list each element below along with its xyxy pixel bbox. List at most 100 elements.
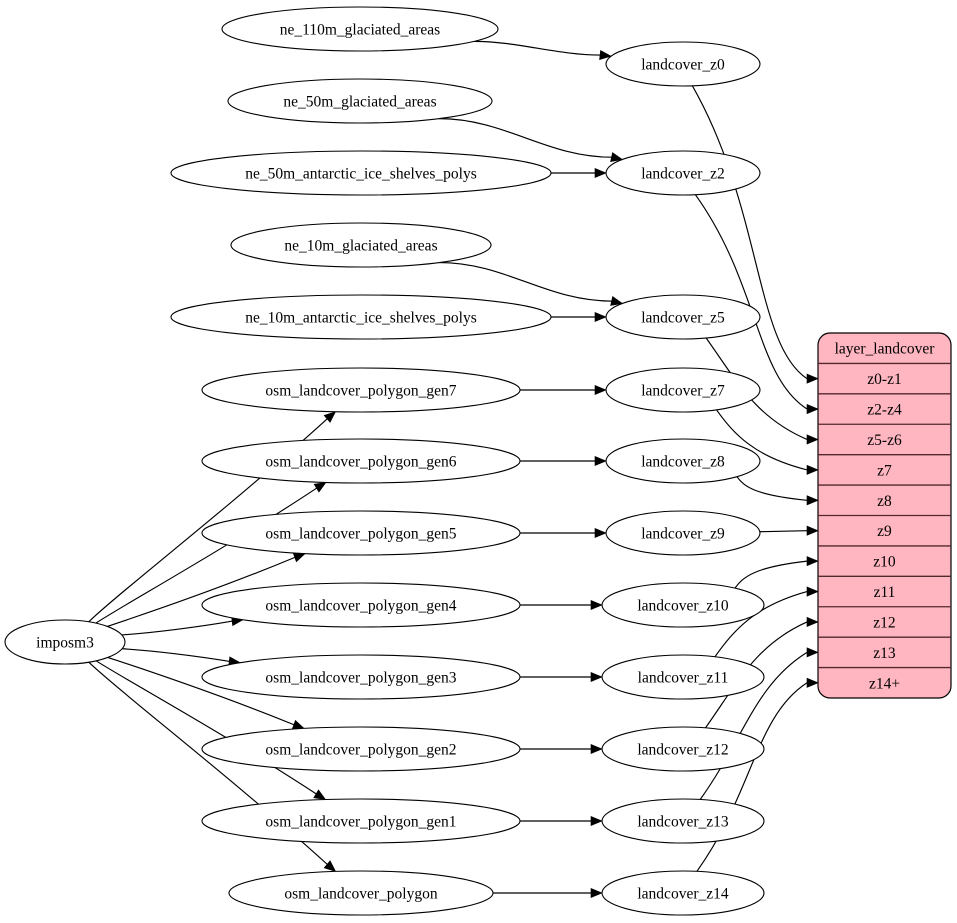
node-ne_50m_antarctic_ice_shelves_polys-shape xyxy=(170,150,552,196)
node-osm_landcover_polygon_gen5-label: osm_landcover_polygon_gen5 xyxy=(265,526,456,543)
layer-landcover-table[interactable]: layer_landcoverz0-z1z2-z4z5-z6z7z8z9z10z… xyxy=(817,332,952,699)
node-landcover_z10[interactable]: landcover_z10 xyxy=(601,582,765,628)
node-ne_10m_glaciated_areas-label: ne_10m_glaciated_areas xyxy=(284,238,437,255)
table-row[interactable]: z2-z4 xyxy=(867,402,902,419)
node-imposm3-shape xyxy=(4,619,126,665)
node-osm_landcover_polygon_gen2[interactable]: osm_landcover_polygon_gen2 xyxy=(201,726,521,772)
table-row[interactable]: z0-z1 xyxy=(867,371,901,388)
node-landcover_z13-shape xyxy=(601,798,765,844)
edge-ne_110m_glaciated_areas-to-landcover_z0 xyxy=(474,40,601,56)
node-imposm3[interactable]: imposm3 xyxy=(4,619,126,665)
node-osm_landcover_polygon[interactable]: osm_landcover_polygon xyxy=(228,870,494,916)
edge-ne_10m_glaciated_areas-to-landcover_z5 xyxy=(439,261,613,302)
node-landcover_z7[interactable]: landcover_z7 xyxy=(605,367,761,413)
edge-landcover_z8-to-z8 xyxy=(736,476,808,501)
node-landcover_z14-label: landcover_z14 xyxy=(637,886,728,903)
node-ne_10m_antarctic_ice_shelves_polys[interactable]: ne_10m_antarctic_ice_shelves_polys xyxy=(170,294,552,340)
edge-landcover_z5-to-z5-z6-arrowhead xyxy=(806,434,819,445)
node-ne_50m_glaciated_areas[interactable]: ne_50m_glaciated_areas xyxy=(227,78,493,124)
edge-landcover_z13-to-z13 xyxy=(699,651,808,800)
edge-landcover_z11-to-z11 xyxy=(714,590,808,658)
edge-landcover_z14-to-z14+ xyxy=(696,682,808,872)
node-osm_landcover_polygon_gen3[interactable]: osm_landcover_polygon_gen3 xyxy=(201,654,521,700)
node-landcover_z11-shape xyxy=(601,654,765,700)
node-landcover_z7-label: landcover_z7 xyxy=(641,383,725,400)
node-osm_landcover_polygon_gen6[interactable]: osm_landcover_polygon_gen6 xyxy=(201,438,521,484)
edge-landcover_z0-to-z0-z1-arrowhead xyxy=(806,373,819,384)
table-row[interactable]: z13 xyxy=(873,645,896,662)
edge-osm_landcover_polygon_gen1-to-landcover_z13-arrowhead xyxy=(590,815,603,827)
table-row-label: z12 xyxy=(873,614,895,631)
edge-imposm3-to-osm_landcover_polygon_gen4 xyxy=(121,620,233,636)
node-landcover_z5-shape xyxy=(605,294,761,340)
node-landcover_z14-shape xyxy=(601,870,765,916)
node-osm_landcover_polygon_gen7-label: osm_landcover_polygon_gen7 xyxy=(265,383,456,400)
edge-ne_50m_glaciated_areas-to-landcover_z2 xyxy=(439,118,613,158)
node-landcover_z10-label: landcover_z10 xyxy=(637,598,728,615)
node-ne_110m_glaciated_areas-shape xyxy=(221,6,499,52)
table-row[interactable]: z14+ xyxy=(869,675,900,692)
node-osm_landcover_polygon_gen4[interactable]: osm_landcover_polygon_gen4 xyxy=(201,582,521,628)
node-landcover_z9[interactable]: landcover_z9 xyxy=(605,510,761,556)
edge-landcover_z7-to-z7 xyxy=(716,409,808,471)
node-landcover_z13-label: landcover_z13 xyxy=(637,814,728,831)
table-row-label: z14+ xyxy=(869,675,900,692)
node-landcover_z0-shape xyxy=(605,41,761,87)
edge-landcover_z10-to-z10-arrowhead xyxy=(806,556,819,567)
table-row[interactable]: z8 xyxy=(877,493,892,510)
edge-landcover_z9-to-z9 xyxy=(759,530,808,533)
node-osm_landcover_polygon_gen1[interactable]: osm_landcover_polygon_gen1 xyxy=(201,798,521,844)
node-landcover_z10-shape xyxy=(601,582,765,628)
node-osm_landcover_polygon_gen6-shape xyxy=(201,438,521,484)
node-ne_50m_antarctic_ice_shelves_polys[interactable]: ne_50m_antarctic_ice_shelves_polys xyxy=(170,150,552,196)
table-row-label: z0-z1 xyxy=(867,371,901,388)
nodes-layer: imposm3 ne_110m_glaciated_areas ne_50m_gla… xyxy=(4,6,765,916)
node-landcover_z9-shape xyxy=(605,510,761,556)
edge-landcover_z0-to-z0-z1 xyxy=(691,85,808,380)
table-row[interactable]: z12 xyxy=(873,614,895,631)
node-landcover_z14[interactable]: landcover_z14 xyxy=(601,870,765,916)
edge-imposm3-to-osm_landcover_polygon_gen6-arrowhead xyxy=(313,482,327,493)
table-row[interactable]: z11 xyxy=(874,584,896,601)
node-osm_landcover_polygon_gen7-shape xyxy=(201,367,521,413)
node-landcover_z0[interactable]: landcover_z0 xyxy=(605,41,761,87)
table-row[interactable]: z5-z6 xyxy=(867,432,902,449)
table-row[interactable]: z10 xyxy=(873,554,896,571)
node-landcover_z8-shape xyxy=(605,438,761,484)
node-osm_landcover_polygon-label: osm_landcover_polygon xyxy=(284,886,438,903)
node-landcover_z5[interactable]: landcover_z5 xyxy=(605,294,761,340)
node-osm_landcover_polygon_gen1-shape xyxy=(201,798,521,844)
node-osm_landcover_polygon_gen7[interactable]: osm_landcover_polygon_gen7 xyxy=(201,367,521,413)
edge-osm_landcover_polygon-to-landcover_z14-arrowhead xyxy=(590,887,603,899)
node-landcover_z12[interactable]: landcover_z12 xyxy=(601,726,765,772)
table-row[interactable]: z7 xyxy=(877,462,892,479)
table-row-label: z9 xyxy=(877,523,892,540)
node-osm_landcover_polygon_gen6-label: osm_landcover_polygon_gen6 xyxy=(265,454,456,471)
edge-landcover_z7-to-z7-arrowhead xyxy=(806,464,819,475)
node-ne_10m_glaciated_areas-shape xyxy=(230,222,492,268)
edge-imposm3-to-osm_landcover_polygon_gen1 xyxy=(95,660,317,795)
node-osm_landcover_polygon_gen3-label: osm_landcover_polygon_gen3 xyxy=(265,670,456,687)
node-osm_landcover_polygon_gen4-label: osm_landcover_polygon_gen4 xyxy=(265,598,456,615)
node-osm_landcover_polygon_gen5[interactable]: osm_landcover_polygon_gen5 xyxy=(201,510,521,556)
edge-landcover_z11-to-z11-arrowhead xyxy=(806,586,819,597)
node-ne_10m_glaciated_areas[interactable]: ne_10m_glaciated_areas xyxy=(230,222,492,268)
edge-ne_50m_antarctic_ice_shelves_polys-to-landcover_z2-arrowhead xyxy=(594,167,607,179)
table-row[interactable]: z9 xyxy=(877,523,892,540)
node-ne_110m_glaciated_areas-label: ne_110m_glaciated_areas xyxy=(280,22,440,39)
table-row-label: z5-z6 xyxy=(867,432,902,449)
node-ne_10m_antarctic_ice_shelves_polys-label: ne_10m_antarctic_ice_shelves_polys xyxy=(245,310,477,327)
node-landcover_z2-label: landcover_z2 xyxy=(641,166,725,183)
node-ne_110m_glaciated_areas[interactable]: ne_110m_glaciated_areas xyxy=(221,6,499,52)
edge-osm_landcover_polygon_gen4-to-landcover_z10-arrowhead xyxy=(590,599,603,611)
node-landcover_z8[interactable]: landcover_z8 xyxy=(605,438,761,484)
table-row-label: z11 xyxy=(874,584,896,601)
edge-landcover_z2-to-z2-z4-arrowhead xyxy=(806,403,819,415)
node-landcover_z2[interactable]: landcover_z2 xyxy=(605,150,761,196)
node-landcover_z11[interactable]: landcover_z11 xyxy=(601,654,765,700)
node-landcover_z2-shape xyxy=(605,150,761,196)
edge-osm_landcover_polygon_gen3-to-landcover_z11-arrowhead xyxy=(590,671,603,683)
edge-landcover_z13-to-z13-arrowhead xyxy=(806,647,819,658)
node-imposm3-label: imposm3 xyxy=(36,635,94,652)
node-landcover_z13[interactable]: landcover_z13 xyxy=(601,798,765,844)
